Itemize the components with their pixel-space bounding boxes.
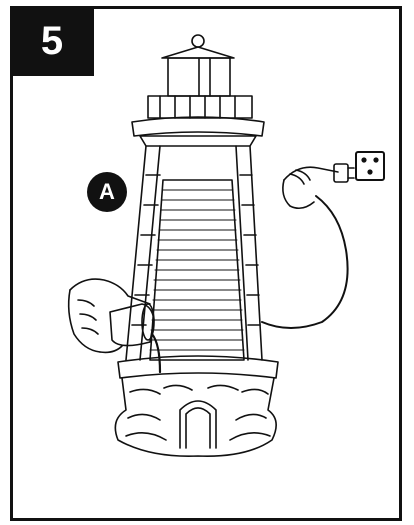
callout-label-a: A: [87, 172, 127, 212]
lighthouse-icon: [115, 35, 278, 456]
wall-socket-icon: [356, 152, 384, 180]
power-cord-icon: [262, 196, 348, 328]
step-number-badge: 5: [10, 6, 94, 76]
power-plug-icon: [283, 164, 354, 208]
